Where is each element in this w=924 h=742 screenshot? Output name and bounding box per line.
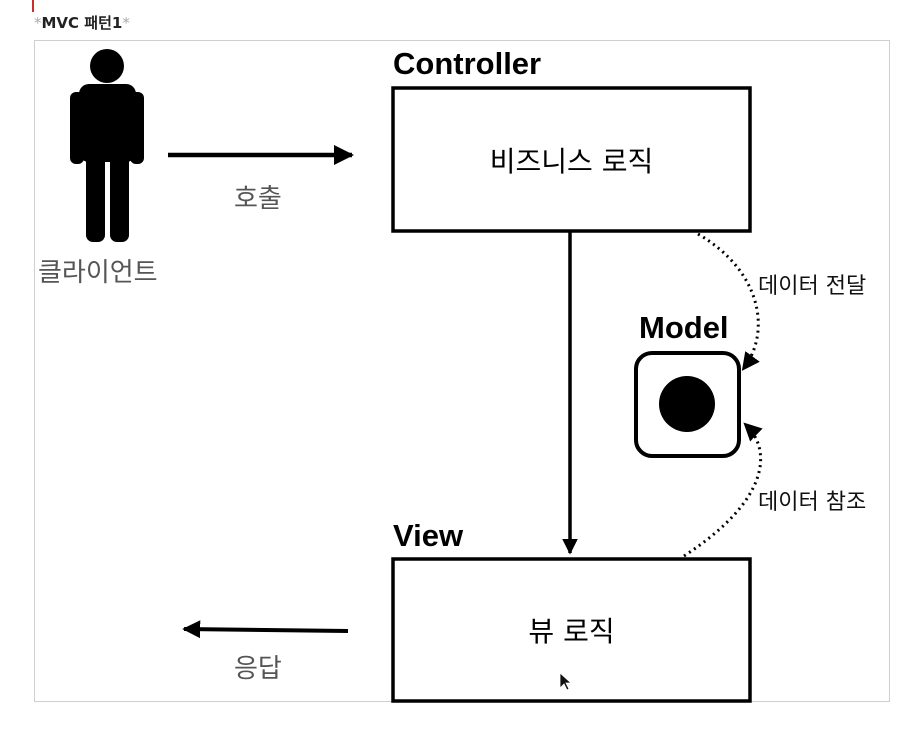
call-label: 호출	[234, 184, 282, 214]
person-icon	[70, 49, 144, 242]
data-transfer-arrow	[697, 232, 760, 371]
response-label: 응답	[234, 654, 282, 684]
data-reference-label: 데이터 참조	[758, 490, 867, 515]
heading-title: MVC 패턴1	[41, 14, 123, 32]
controller-box	[391, 86, 752, 233]
heading-asterisk-left: *	[34, 14, 42, 32]
mouse-cursor-icon	[559, 672, 573, 691]
controller-title: Controller	[393, 46, 542, 81]
view-title: View	[393, 518, 464, 553]
client-label: 클라이언트	[38, 258, 158, 288]
view-box	[391, 557, 752, 703]
response-arrow	[182, 620, 349, 639]
view-content: 뷰 로직	[528, 615, 615, 648]
data-transfer-label: 데이터 전달	[758, 274, 867, 299]
edge-marker	[32, 0, 34, 12]
filled-circle-icon	[659, 376, 715, 432]
page-heading: *MVC 패턴1*	[34, 12, 130, 34]
controller-content: 비즈니스 로직	[489, 144, 654, 178]
heading-asterisk-right: *	[122, 14, 130, 32]
model-title: Model	[639, 310, 729, 345]
